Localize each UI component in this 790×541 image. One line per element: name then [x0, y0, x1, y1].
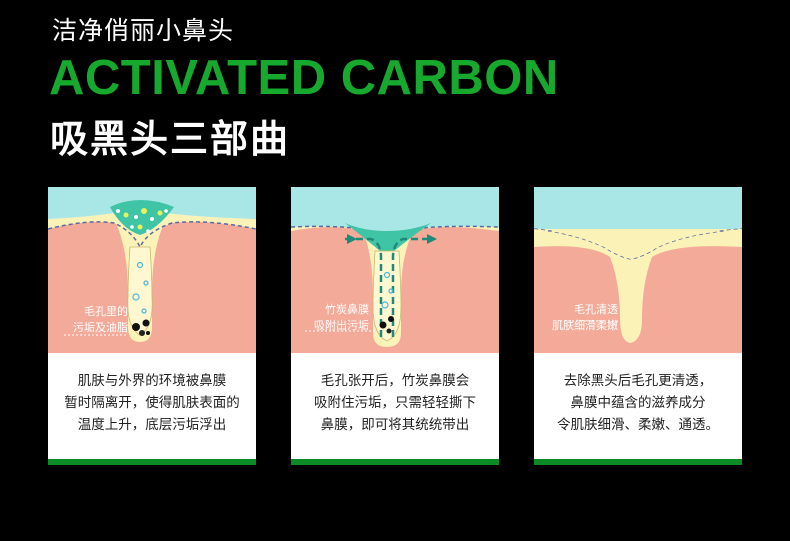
step-desc-2: 毛孔张开后，竹炭鼻膜会 吸附住污垢，只需轻轻撕下 鼻膜，即可将其统统带出	[314, 373, 476, 433]
headline: ACTIVATED CARBON	[49, 51, 559, 105]
step-card-3: 毛孔清透 肌肤细滑柔嫩 去除黑头后毛孔更清透， 鼻膜中蕴含的滋养成分 令肌肤细滑…	[534, 187, 742, 465]
page-title: 吸黑头三部曲	[50, 117, 291, 161]
step-desc-3: 去除黑头后毛孔更清透， 鼻膜中蕴含的滋养成分 令肌肤细滑、柔嫩、通透。	[557, 373, 719, 433]
skin-illustration-dirt	[48, 187, 256, 353]
step-label-1: 毛孔里的 污垢及油脂	[73, 305, 128, 334]
step-card-2: 竹炭鼻膜 吸附出污垢 毛孔张开后，竹炭鼻膜会 吸附住污垢，只需轻轻撕下 鼻膜，即…	[291, 187, 499, 465]
step-card-1: 毛孔里的 污垢及油脂 肌肤与外界的环境被鼻膜 暂时隔离开，使得肌肤表面的 温度上…	[48, 187, 256, 465]
skin-illustration-clean	[534, 187, 742, 353]
card-bottom-bar	[48, 459, 256, 465]
skin-illustration-adsorb	[291, 187, 499, 353]
card-bottom-bar	[291, 459, 499, 465]
step-label-2: 竹炭鼻膜 吸附出污垢	[314, 303, 369, 332]
step-label-3: 毛孔清透 肌肤细滑柔嫩	[552, 303, 618, 332]
step-desc-1: 肌肤与外界的环境被鼻膜 暂时隔离开，使得肌肤表面的 温度上升，底层污垢浮出	[64, 373, 240, 433]
subtitle: 洁净俏丽小鼻头	[52, 16, 235, 45]
card-bottom-bar	[534, 459, 742, 465]
